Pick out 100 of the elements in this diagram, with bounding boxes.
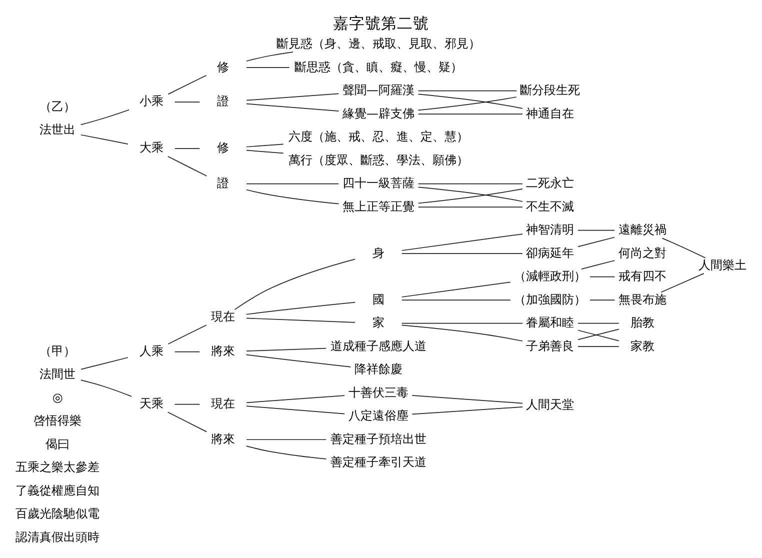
node-text: 國 xyxy=(372,292,384,306)
connector xyxy=(246,446,327,460)
node-text: 不生不滅 xyxy=(526,199,574,214)
node-text: 現在 xyxy=(210,310,235,324)
label: 啓悟得樂 xyxy=(34,414,82,428)
node-text: 家 xyxy=(372,316,384,330)
connector xyxy=(246,395,345,404)
connector xyxy=(660,273,704,293)
node-text: 斷見惑（身、邊、戒取、見取、邪見） xyxy=(276,36,480,50)
connector xyxy=(168,324,207,344)
node-text: 萬行（度眾、斷惑、學法、願佛） xyxy=(288,152,468,167)
node-text: 善定種子預培出世 xyxy=(330,432,426,446)
node-text: 道成種子感應人道 xyxy=(330,338,426,353)
node-text: 小乘 xyxy=(139,94,164,108)
node-text: 天乘 xyxy=(139,396,164,410)
label: 百歲光陰馳似電 xyxy=(16,506,100,521)
node-text: 神通自在 xyxy=(526,106,574,120)
label: 認清真假出頭時 xyxy=(16,530,100,544)
connector xyxy=(401,282,511,298)
connector xyxy=(578,236,616,248)
node-text: 八定遠俗塵 xyxy=(348,408,408,423)
node-text: 子弟善良 xyxy=(526,338,574,353)
connector xyxy=(590,276,616,278)
label: 了義從權應自知 xyxy=(16,483,100,498)
connector xyxy=(578,230,616,231)
connector xyxy=(246,348,327,352)
node-text: 法世出 xyxy=(40,122,76,137)
label: 偈曰 xyxy=(46,436,70,451)
connector xyxy=(246,103,340,112)
node-text: 人間天堂 xyxy=(526,397,574,412)
connector xyxy=(246,67,290,68)
connector xyxy=(168,74,207,95)
connector xyxy=(246,144,284,148)
node-text: 善定種子牽引天道 xyxy=(330,455,426,470)
node-text: 證 xyxy=(216,94,229,108)
connector xyxy=(246,93,340,101)
node-label: （乙） xyxy=(40,99,76,114)
node-text: 證 xyxy=(216,176,229,190)
connector xyxy=(174,148,200,149)
connector xyxy=(246,183,340,184)
node-text: 大乘 xyxy=(139,140,164,155)
connector xyxy=(590,300,616,301)
connector xyxy=(401,322,523,324)
node-text: （加強國防） xyxy=(514,292,586,306)
connector xyxy=(80,380,132,397)
label: 五乘之樂太參差 xyxy=(16,460,100,474)
node-text: 聲聞—阿羅漢 xyxy=(342,83,414,98)
node-text: 遠離災禍 xyxy=(618,222,666,237)
node-label: （甲） xyxy=(40,344,76,358)
connector xyxy=(167,156,208,176)
node-text: 何尚之對 xyxy=(618,246,666,260)
node-text: 修 xyxy=(216,140,229,155)
connector xyxy=(401,253,523,254)
connector xyxy=(662,238,706,258)
node-text: （減輕政刑） xyxy=(514,269,586,284)
node-text: 家教 xyxy=(630,338,654,353)
node-text: 斷分段生死 xyxy=(520,83,580,98)
connector xyxy=(401,234,523,251)
connector xyxy=(246,354,352,368)
node-text: 身 xyxy=(372,246,384,260)
label: ◎ xyxy=(52,390,63,404)
node-text: 斷思惑（貪、瞋、癡、慢、疑） xyxy=(294,60,462,74)
node-text: 人間樂土 xyxy=(698,258,746,272)
connector xyxy=(412,406,523,415)
node-text: 戒有四不 xyxy=(618,269,666,284)
node-text: 法間世 xyxy=(40,367,76,382)
connector xyxy=(246,52,294,62)
connector xyxy=(167,412,208,432)
connector xyxy=(80,109,130,126)
node-text: 將來 xyxy=(210,432,235,446)
node-text: 卻病延年 xyxy=(526,246,574,260)
diagram-title: 嘉字號第二號 xyxy=(333,14,429,32)
connector xyxy=(418,206,523,208)
node-text: 現在 xyxy=(210,396,235,410)
node-text: 緣覺—辟支佛 xyxy=(342,106,414,120)
node-text: 眷屬和睦 xyxy=(526,316,574,330)
connector xyxy=(80,134,128,145)
node-text: 人乘 xyxy=(139,344,164,358)
connector xyxy=(246,439,327,440)
connector xyxy=(246,189,340,204)
node-text: 降祥餘慶 xyxy=(354,362,402,376)
connector xyxy=(418,90,517,92)
connector xyxy=(174,351,200,352)
connector xyxy=(418,96,517,111)
node-text: 四十一級菩薩 xyxy=(342,176,414,190)
node-text: 無上正等正覺 xyxy=(342,199,414,214)
node-text: 修 xyxy=(216,60,229,74)
connector xyxy=(401,324,523,342)
connector xyxy=(578,346,620,348)
node-text: 六度（施、戒、忍、進、定、慧） xyxy=(288,130,468,144)
node-text: 胎教 xyxy=(630,316,654,330)
node-text: 二死永亡 xyxy=(526,176,574,190)
node-text: 十善伏三毒 xyxy=(348,385,408,400)
connector xyxy=(80,357,128,370)
connector xyxy=(234,258,356,310)
connector xyxy=(174,404,200,405)
connector xyxy=(246,150,284,154)
connector xyxy=(246,406,345,414)
connector xyxy=(401,300,511,301)
connector xyxy=(246,318,356,323)
